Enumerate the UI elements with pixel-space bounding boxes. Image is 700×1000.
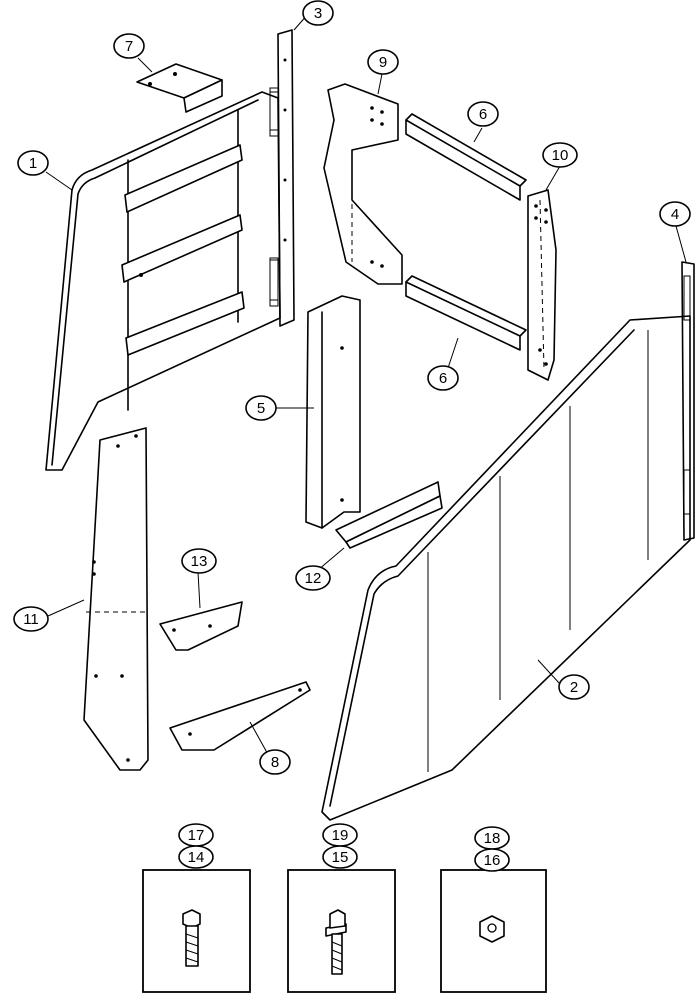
callout-16: 16 [474,848,510,872]
part-11-side-sheet [83,427,149,771]
callout-6-upper: 6 [467,101,499,127]
callout-label: 8 [271,754,279,771]
callout-label: 2 [570,679,578,696]
callout-12: 12 [295,565,331,591]
part-4-hinge-bar [681,261,695,541]
callout-4: 4 [659,201,691,227]
callout-label: 18 [484,830,501,847]
callout-6-lower: 6 [427,365,459,391]
part-9-side-panel [323,83,403,285]
leader-lines [45,13,687,759]
callout-14: 14 [178,845,214,869]
callout-label: 14 [188,849,205,866]
callout-8: 8 [259,749,291,775]
callout-15: 15 [322,845,358,869]
part-6-lower-rail [405,275,527,351]
hex-bolt-icon [182,909,201,967]
callout-label: 15 [332,849,349,866]
callout-9: 9 [367,49,399,75]
callout-label: 1 [29,155,37,172]
callout-label: 9 [379,54,387,71]
callout-10: 10 [542,142,578,168]
callout-label: 6 [479,106,487,123]
callout-17: 17 [178,823,214,847]
part-2-right-door [321,315,691,821]
callout-1: 1 [17,150,49,176]
part-7-bracket [136,63,223,113]
callout-7: 7 [113,33,145,59]
part-13-gusset [159,601,243,651]
callout-13: 13 [181,548,217,574]
callout-label: 17 [188,827,205,844]
hardware-box-2 [287,869,396,993]
callout-label: 12 [305,570,322,587]
callout-label: 3 [314,5,322,22]
callout-19: 19 [322,823,358,847]
part-5-post [305,295,361,529]
callout-label: 5 [257,400,265,417]
callout-3: 3 [302,0,334,26]
part-6-upper-rail [405,113,527,201]
hex-nut-icon [479,915,505,943]
hardware-box-3 [440,869,547,993]
hardware-box-1 [142,869,251,993]
callout-label: 10 [552,147,569,164]
callout-2: 2 [558,674,590,700]
callout-label: 6 [439,370,447,387]
part-10-corner-panel [527,189,557,381]
flange-bolt-icon [325,909,347,975]
callout-5: 5 [245,395,277,421]
callout-label: 13 [191,553,208,570]
part-3-hinge [269,29,295,327]
callout-label: 16 [484,852,501,869]
part-12-angle-bracket [335,481,443,549]
callout-18: 18 [474,826,510,850]
part-1-left-door [45,91,281,471]
part-8-long-gusset [169,681,311,751]
callout-label: 19 [332,827,349,844]
callout-label: 7 [125,38,133,55]
callout-11: 11 [13,606,49,632]
callout-label: 11 [23,611,39,628]
callout-label: 4 [671,206,679,223]
